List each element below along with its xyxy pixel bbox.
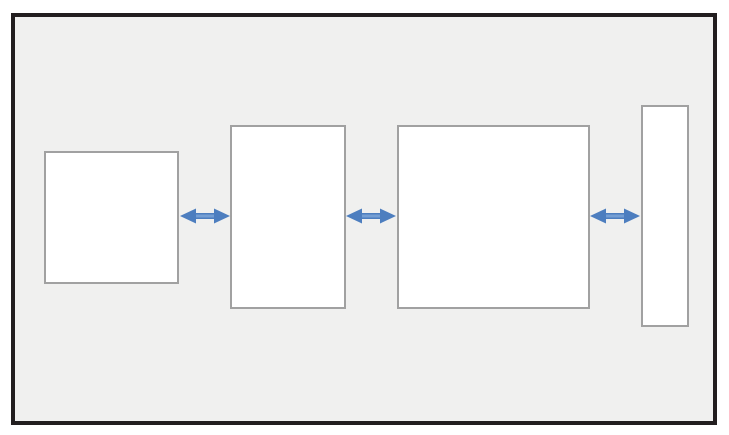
diagram-box-3-label <box>399 127 588 307</box>
double-arrow-icon <box>346 208 396 224</box>
double-arrow-icon <box>590 208 640 224</box>
diagram-box-1 <box>44 151 179 284</box>
diagram-box-4-label <box>643 107 687 325</box>
diagram-box-4 <box>641 105 689 327</box>
diagram-box-2 <box>230 125 346 309</box>
diagram-box-2-label <box>232 127 344 307</box>
diagram-box-1-label <box>46 153 177 282</box>
diagram-box-3 <box>397 125 590 309</box>
double-arrow-icon <box>180 208 230 224</box>
diagram-frame <box>11 13 717 425</box>
